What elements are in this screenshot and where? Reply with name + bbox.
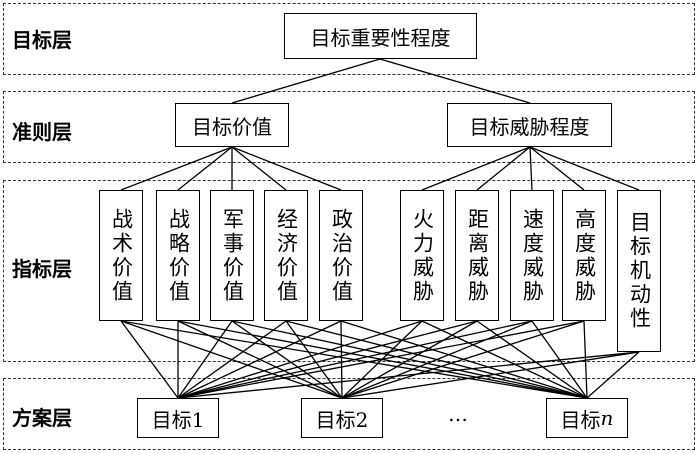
criteria-threat-to-indicator-line-1 xyxy=(421,146,531,191)
indicator-4-to-scheme-1-line xyxy=(177,320,287,399)
indicator-1-to-scheme-1-line xyxy=(120,320,179,399)
indicator-5-to-scheme-2-line xyxy=(340,320,343,399)
indicator-3-to-scheme-2-line xyxy=(231,320,343,399)
indicator-4-to-scheme-2-line xyxy=(285,320,343,399)
indicator-military-value: 军事价值 xyxy=(210,190,254,321)
indicator-9-to-scheme-1-line xyxy=(177,320,585,399)
indicator-distance-threat: 距离威胁 xyxy=(455,190,499,321)
indicator-layer-label: 指标层 xyxy=(12,257,72,281)
indicator-7-to-scheme-1-line xyxy=(177,320,478,399)
indicator-5-to-scheme-1-line xyxy=(177,320,342,399)
indicator-7-to-scheme-3-line xyxy=(476,320,588,399)
indicator-6-to-scheme-3-line xyxy=(421,320,588,399)
indicator-strategic-value: 战略价值 xyxy=(156,190,200,321)
scheme-node-target-n-prefix: 目标 xyxy=(560,407,601,432)
indicator-altitude-threat: 高度威胁 xyxy=(562,190,606,321)
goal-layer-label: 目标层 xyxy=(12,28,72,52)
criteria-layer-label: 准则层 xyxy=(12,120,72,144)
criteria-layer-band xyxy=(3,91,695,163)
indicator-political-value: 政治价值 xyxy=(319,190,363,321)
indicator-8-to-scheme-2-line xyxy=(341,320,533,399)
indicator-speed-threat: 速度威胁 xyxy=(510,190,554,321)
scheme-node-target-n-suffix: n xyxy=(600,406,614,430)
scheme-node-target-1: 目标1 xyxy=(137,398,219,438)
indicator-layer-band xyxy=(3,180,695,362)
indicator-3-to-scheme-1-line xyxy=(177,320,233,399)
criteria-value-to-indicator-line-5 xyxy=(231,146,342,191)
scheme-node-target-2: 目标2 xyxy=(301,398,383,438)
indicator-7-to-scheme-2-line xyxy=(341,320,478,399)
criteria-threat-to-indicator-line-2 xyxy=(476,146,531,191)
criteria-node-threat: 目标威胁程度 xyxy=(447,103,612,147)
indicator-10-to-scheme-3-line xyxy=(586,351,640,399)
criteria-threat-to-indicator-line-5 xyxy=(529,146,640,191)
scheme-layer-label: 方案层 xyxy=(12,406,72,430)
goal-layer-band xyxy=(3,3,695,75)
indicator-firepower-threat: 火力威胁 xyxy=(400,190,444,321)
indicator-8-to-scheme-1-line xyxy=(177,320,533,399)
indicator-6-to-scheme-1-line xyxy=(177,320,423,399)
indicator-economic-value: 经济价值 xyxy=(264,190,308,321)
goal-to-criteria-line-2 xyxy=(379,58,531,104)
criteria-threat-to-indicator-line-4 xyxy=(529,146,585,191)
criteria-threat-to-indicator-line-3 xyxy=(529,146,533,191)
indicator-9-to-scheme-2-line xyxy=(341,320,585,399)
criteria-node-value: 目标价值 xyxy=(175,103,289,147)
criteria-value-to-indicator-line-4 xyxy=(231,146,287,191)
goal-to-criteria-line-1 xyxy=(231,58,381,104)
indicator-10-to-scheme-2-line xyxy=(341,351,640,399)
indicator-10-to-scheme-1-line xyxy=(177,351,640,399)
criteria-value-to-indicator-line-2 xyxy=(177,146,233,191)
scheme-ellipsis: … xyxy=(448,402,468,426)
indicator-9-to-scheme-3-line xyxy=(583,320,588,399)
goal-node: 目标重要性程度 xyxy=(284,13,477,59)
indicator-tactical-value: 战术价值 xyxy=(99,190,143,321)
criteria-value-to-indicator-line-1 xyxy=(120,146,233,191)
scheme-layer-band xyxy=(3,378,695,450)
indicator-maneuverability: 目标机动性 xyxy=(617,190,661,352)
